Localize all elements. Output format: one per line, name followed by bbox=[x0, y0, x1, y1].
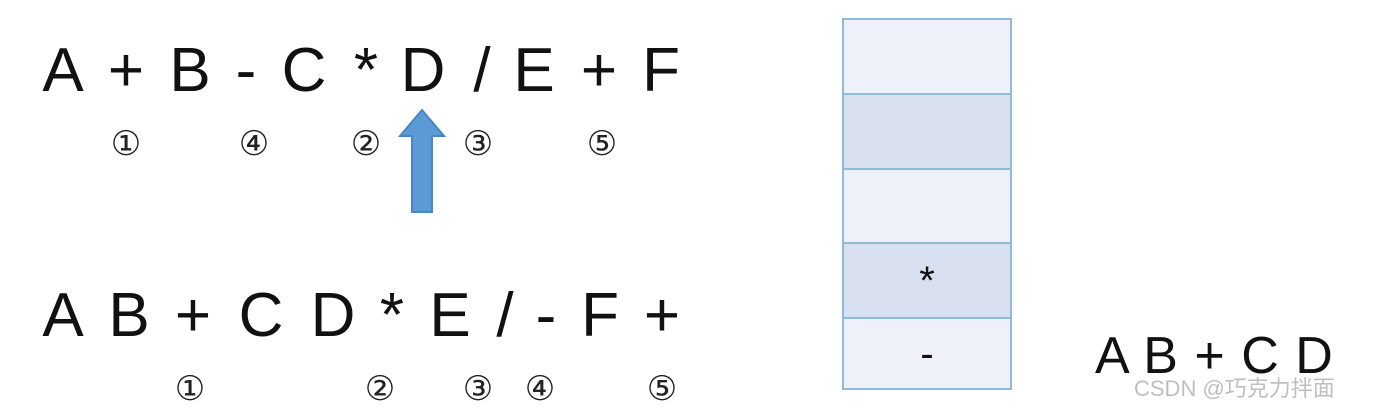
order-mark: ① bbox=[174, 369, 206, 409]
stack-cell bbox=[844, 95, 1010, 170]
postfix-token: D bbox=[310, 281, 356, 350]
infix-token: C bbox=[281, 36, 327, 105]
order-mark: ⑤ bbox=[586, 124, 618, 164]
order-mark: ③ bbox=[462, 369, 494, 409]
postfix-token: + bbox=[174, 281, 212, 350]
order-mark: ② bbox=[350, 124, 382, 164]
stack-cell: - bbox=[920, 332, 934, 376]
postfix-token: F bbox=[581, 281, 619, 350]
stack-cell bbox=[844, 20, 1010, 95]
infix-token: B bbox=[169, 36, 211, 105]
watermark: CSDN @巧克力拌面 bbox=[1134, 376, 1335, 401]
order-mark: ③ bbox=[462, 124, 494, 164]
infix-token: F bbox=[642, 36, 680, 105]
postfix-token: - bbox=[535, 281, 557, 350]
stack-cell bbox=[844, 170, 1010, 244]
postfix-token: E bbox=[429, 281, 471, 350]
stack-cell: * bbox=[844, 244, 1010, 319]
operator-stack: * - bbox=[842, 18, 1012, 390]
infix-token: * bbox=[353, 36, 379, 105]
order-mark: ④ bbox=[238, 124, 270, 164]
infix-token: + bbox=[580, 36, 618, 105]
postfix-token: / bbox=[496, 281, 514, 350]
order-mark: ⑤ bbox=[646, 369, 678, 409]
infix-token: E bbox=[513, 36, 555, 105]
postfix-token: + bbox=[643, 281, 681, 350]
infix-token: - bbox=[235, 36, 257, 105]
order-mark: ④ bbox=[524, 369, 556, 409]
postfix-token: C bbox=[238, 281, 284, 350]
infix-token: A bbox=[42, 36, 84, 105]
arrow-up-icon bbox=[397, 108, 447, 213]
infix-token: D bbox=[400, 36, 446, 105]
postfix-token: * bbox=[379, 281, 405, 350]
order-mark: ② bbox=[364, 369, 396, 409]
postfix-token: A bbox=[42, 281, 84, 350]
infix-token: + bbox=[107, 36, 145, 105]
output-expression: A B + C D bbox=[1095, 327, 1334, 385]
postfix-token: B bbox=[108, 281, 150, 350]
order-mark: ① bbox=[110, 124, 142, 164]
infix-token: / bbox=[473, 36, 491, 105]
